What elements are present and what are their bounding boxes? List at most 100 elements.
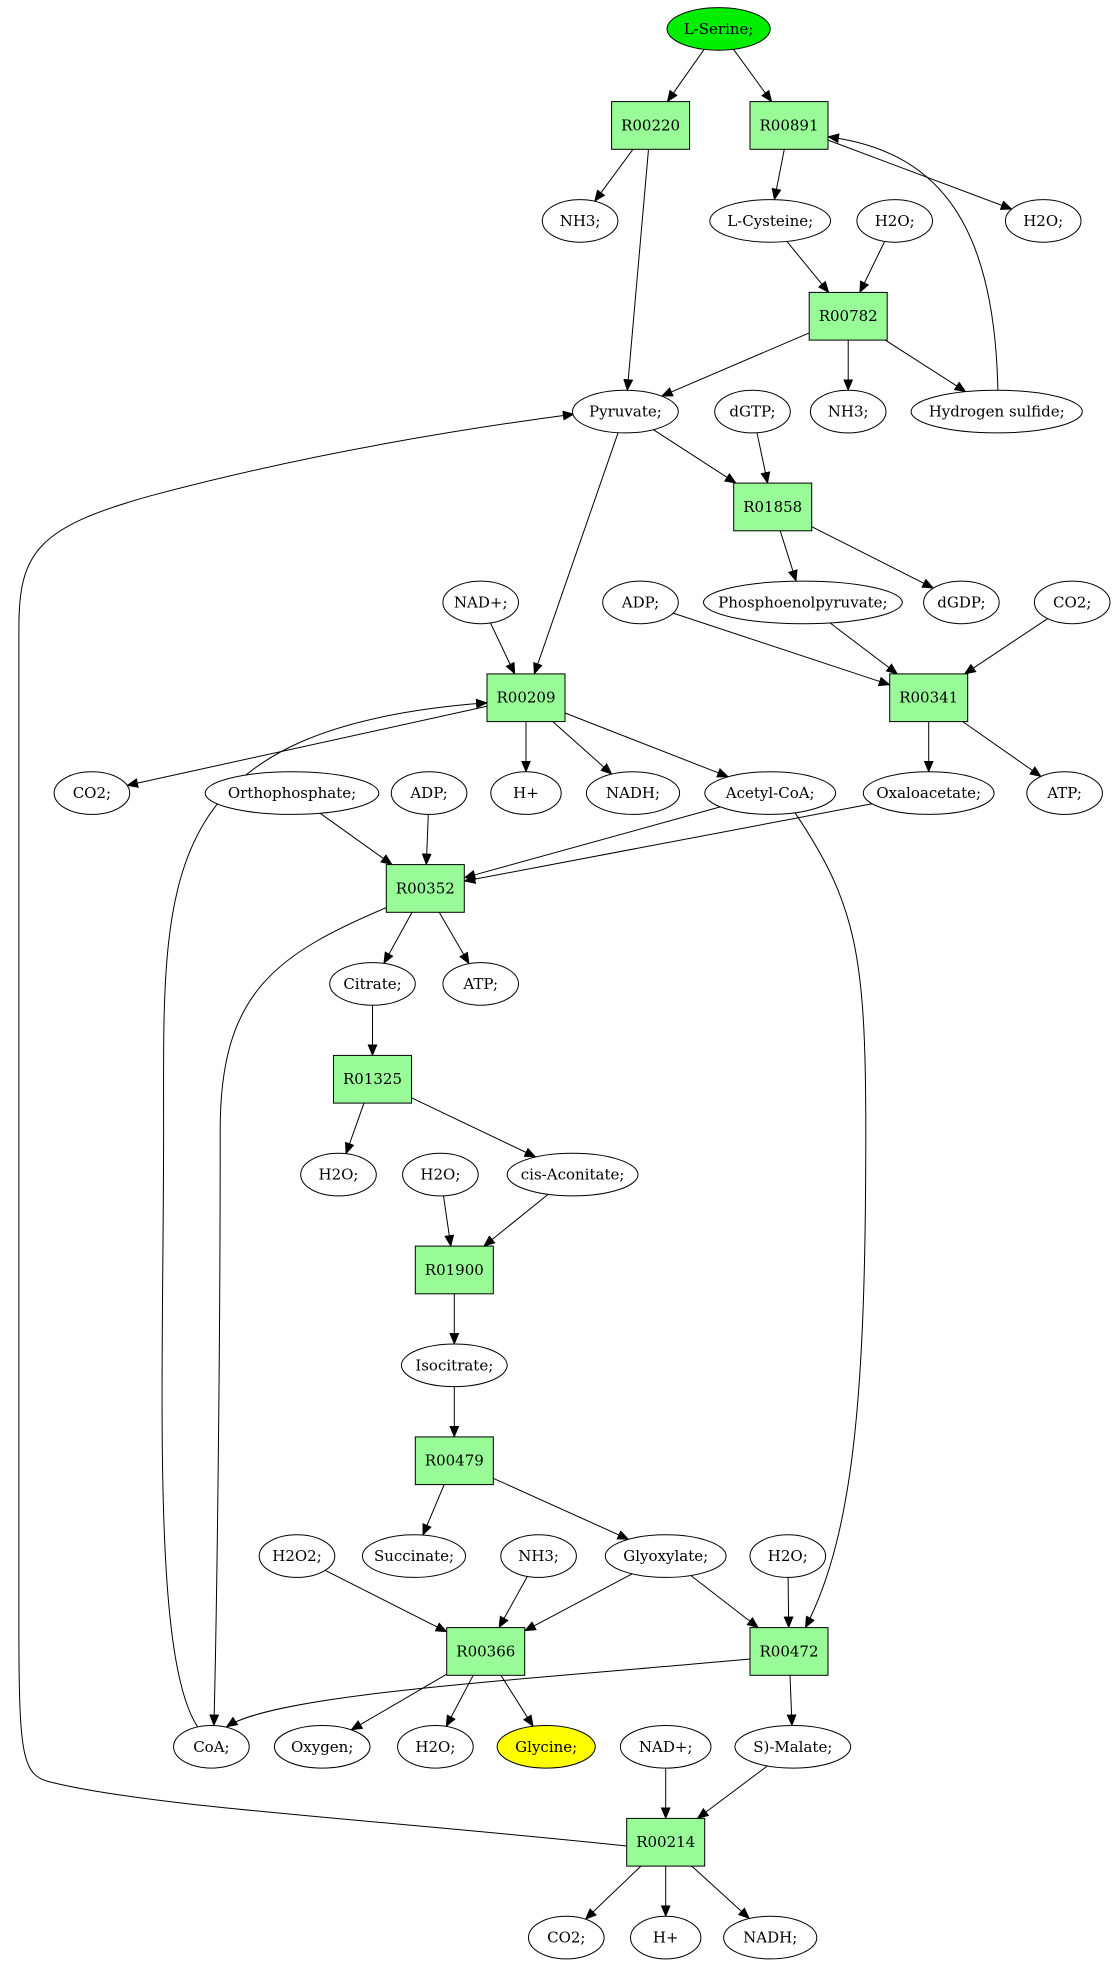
- edge-dgtp-to-r01858: [756, 432, 771, 485]
- edge-pep-to-r00341: [829, 622, 899, 675]
- compound-node-atp_a-shape: [1026, 771, 1103, 815]
- compound-node-dgtp: dGTP;: [714, 389, 791, 434]
- reaction-node-r00352: R00352: [385, 864, 465, 913]
- edge-r00366-to-h2o_f: [445, 1675, 474, 1728]
- edge-h2o_e-to-r00472: [783, 1577, 794, 1629]
- reaction-node-r00341-label: R00341: [899, 689, 958, 707]
- compound-node-h2o_a-shape: [856, 199, 934, 243]
- reaction-node-r00209-label: R00209: [496, 689, 555, 707]
- compound-node-nh3_a-shape: [541, 199, 619, 243]
- edge-r00214-to-co2_c: [584, 1865, 642, 1920]
- reaction-node-r00341-shape: [889, 673, 969, 723]
- compound-node-h2o2-label: H2O2;: [272, 1547, 322, 1565]
- edge-r00341-to-atp_a: [962, 721, 1042, 778]
- reaction-node-r01900-label: R01900: [425, 1261, 484, 1279]
- edge-r00479-to-succinate: [422, 1484, 445, 1537]
- compound-node-h2o_d-shape: [402, 1152, 479, 1197]
- edge-r00214-to-nadh_b: [691, 1865, 751, 1920]
- edge-cisaconitate-to-r01900: [483, 1194, 549, 1247]
- compound-node-hplus_b-label: H+: [653, 1929, 679, 1947]
- compound-node-nadplus_a: NAD+;: [442, 580, 520, 625]
- compound-node-nadh_a: NADH;: [585, 771, 681, 815]
- edge-r00209-to-nadh_a: [552, 721, 613, 775]
- reaction-node-r01858: R01858: [733, 482, 813, 532]
- reaction-node-r01325-label: R01325: [343, 1070, 402, 1088]
- compound-node-acetylcoa: Acetyl-CoA;: [704, 771, 837, 815]
- compound-node-lserine-shape: [666, 7, 771, 51]
- compound-node-glycine: Glycine;: [496, 1725, 596, 1769]
- reaction-node-r00220-shape: [611, 101, 691, 150]
- compound-node-citrate: Citrate;: [329, 962, 416, 1006]
- compound-node-oxaloacetate-shape: [862, 771, 995, 815]
- compound-node-h2o_e-shape: [749, 1534, 827, 1578]
- edge-r00209-to-acetylcoa: [564, 712, 730, 778]
- reaction-node-r00472-label: R00472: [759, 1643, 818, 1661]
- edge-h2s-to-r00891: [827, 133, 999, 391]
- edge-r00366-to-oxygen: [350, 1673, 447, 1731]
- compound-node-succinate: Succinate;: [361, 1534, 467, 1578]
- edge-glyoxylate-to-r00366: [523, 1573, 633, 1632]
- edge-h2o_a-to-r00782: [859, 241, 886, 294]
- compound-node-co2_b-shape: [53, 771, 131, 815]
- edge-orthophosphate-to-r00352: [319, 812, 393, 866]
- edge-r00891-to-h2o_b: [827, 139, 1013, 210]
- reaction-node-r00341: R00341: [889, 673, 969, 723]
- compound-node-nadplus_a-shape: [442, 580, 520, 625]
- compound-node-co2_b-label: CO2;: [73, 784, 111, 802]
- compound-node-nadh_b-shape: [723, 1915, 818, 1960]
- reaction-node-r00209-shape: [486, 673, 566, 723]
- compound-node-pyruvate-label: Pyruvate;: [589, 403, 662, 421]
- edge-r00472-to-coa: [225, 1658, 751, 1728]
- compound-node-coa: CoA;: [173, 1725, 250, 1769]
- compound-node-lserine-label: L-Serine;: [684, 20, 754, 38]
- compound-node-dgdp-label: dGDP;: [937, 593, 985, 611]
- reaction-node-r00352-label: R00352: [396, 880, 455, 898]
- reaction-node-r01858-label: R01858: [743, 498, 802, 516]
- compound-node-co2_a: CO2;: [1033, 580, 1111, 625]
- edge-glyoxylate-to-r00472: [690, 1575, 759, 1629]
- compound-node-adp_a: ADP;: [602, 580, 679, 625]
- compound-node-dgtp-shape: [714, 389, 791, 434]
- reaction-node-r00479-label: R00479: [425, 1452, 484, 1470]
- compound-node-succinate-shape: [361, 1534, 467, 1578]
- edge-lcysteine-to-r00782: [786, 241, 830, 294]
- compound-node-co2_a-shape: [1033, 580, 1111, 625]
- compound-node-nh3_b-shape: [809, 389, 887, 434]
- edge-r01858-to-dgdp: [811, 526, 935, 589]
- compound-node-nh3_a: NH3;: [541, 199, 619, 243]
- compound-node-nh3_c-label: NH3;: [518, 1547, 559, 1565]
- reaction-node-r00352-shape: [385, 864, 465, 913]
- compound-node-adp_b-shape: [390, 771, 468, 815]
- compound-node-adp_b: ADP;: [390, 771, 468, 815]
- edge-acetylcoa-to-r00472: [794, 812, 867, 1629]
- edge-r00220-to-nh3_a: [594, 149, 634, 203]
- compound-node-hplus_a-label: H+: [513, 784, 539, 802]
- compound-node-h2o2-shape: [258, 1534, 336, 1578]
- compound-node-co2_b: CO2;: [53, 771, 131, 815]
- compound-node-oxygen: Oxygen;: [273, 1725, 371, 1769]
- compound-node-h2o_b-shape: [1004, 199, 1082, 243]
- compound-node-lcysteine-shape: [709, 199, 832, 243]
- edge-r00214-to-pyruvate: [18, 410, 627, 1847]
- reaction-node-r00366-shape: [446, 1627, 526, 1676]
- compound-node-citrate-shape: [329, 962, 416, 1006]
- edge-r00479-to-glyoxylate: [493, 1477, 630, 1540]
- edge-r00472-to-smalate: [786, 1675, 797, 1727]
- reaction-node-r00366: R00366: [446, 1627, 526, 1676]
- compound-node-pyruvate: Pyruvate;: [572, 389, 679, 434]
- compound-node-glycine-label: Glycine;: [515, 1738, 577, 1756]
- compound-node-glyoxylate-shape: [604, 1534, 727, 1578]
- reaction-node-r01900: R01900: [414, 1245, 494, 1295]
- compound-node-oxygen-shape: [273, 1725, 371, 1769]
- edge-r00782-to-pyruvate: [660, 332, 810, 397]
- edge-r00891-to-lcysteine: [771, 149, 785, 201]
- compound-node-co2_c-label: CO2;: [547, 1929, 585, 1947]
- edge-nh3_c-to-r00366: [498, 1576, 528, 1629]
- compound-node-nh3_b-label: NH3;: [828, 403, 869, 421]
- compound-node-h2o_f-label: H2O;: [415, 1738, 455, 1756]
- reaction-node-r00220: R00220: [611, 101, 691, 150]
- compound-node-smalate: S)-Malate;: [734, 1725, 852, 1769]
- compound-node-h2o_d-label: H2O;: [420, 1166, 460, 1184]
- edge-r00209-to-co2_b: [126, 705, 488, 788]
